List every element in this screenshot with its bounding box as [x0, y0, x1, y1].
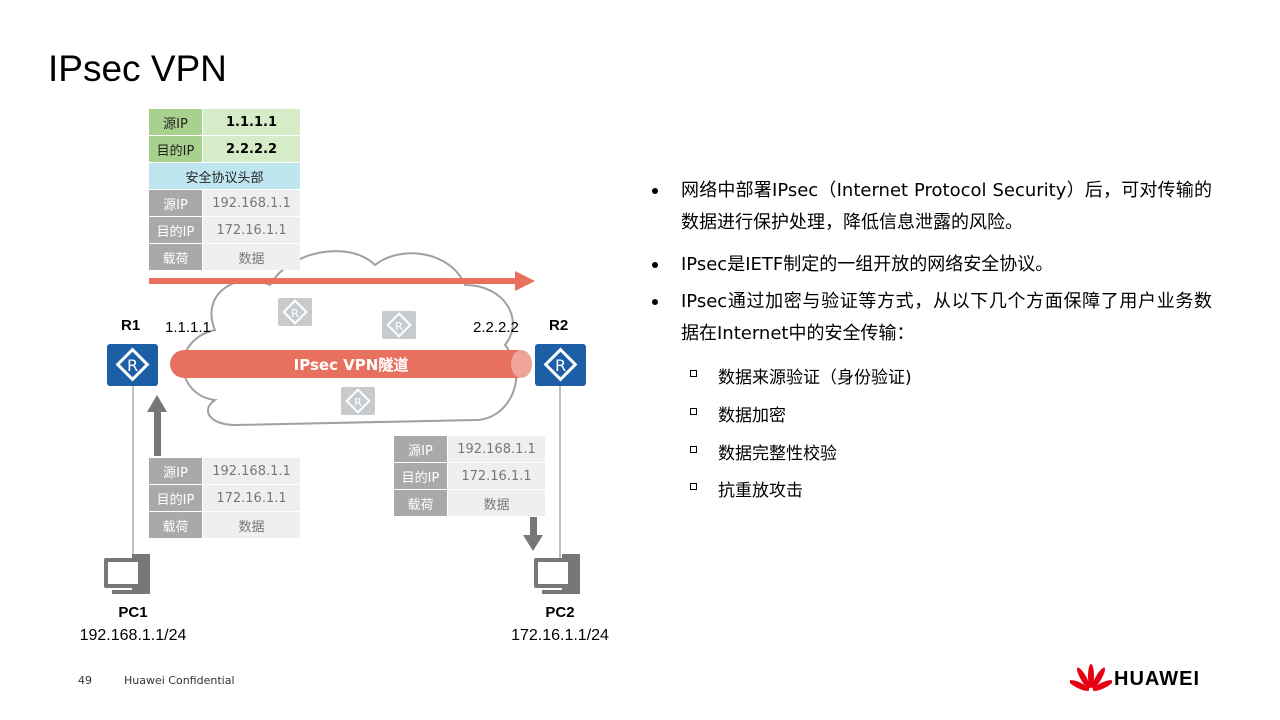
r2-label: R2: [549, 317, 569, 334]
r2-router-icon: R: [535, 344, 586, 386]
bullet-icon: [652, 299, 658, 305]
huawei-logo-icon: [1070, 664, 1112, 691]
pc1-label: PC1: [118, 604, 148, 621]
svg-text:R: R: [127, 356, 138, 375]
r1-label: R1: [121, 317, 141, 334]
sub-bullet-item: 数据加密: [690, 401, 786, 426]
cloud-router-icon: R: [278, 298, 312, 326]
pc1-icon: [104, 554, 150, 594]
up-arrow: [147, 395, 167, 456]
svg-text:R: R: [555, 356, 566, 375]
cloud-router-icon: R: [341, 387, 375, 415]
bullet-item: IPsec通过加密与验证等方式，从以下几个方面保障了用户业务数据在Interne…: [652, 286, 1212, 350]
pc2-icon: [534, 554, 580, 594]
cloud-router-icon: R: [382, 311, 416, 339]
ipsec-tunnel: IPsec VPN隧道: [170, 350, 532, 378]
pc2-label: PC2: [545, 604, 575, 621]
pc1-ip: 192.168.1.1/24: [79, 627, 187, 644]
sub-bullet-item: 抗重放攻击: [690, 476, 803, 501]
r2-ip: 2.2.2.2: [473, 319, 519, 336]
r1-ip: 1.1.1.1: [165, 319, 211, 336]
svg-text:R: R: [395, 320, 403, 333]
internet-cloud: [182, 250, 518, 427]
square-bullet-icon: [690, 408, 697, 415]
page-number: 49: [78, 674, 92, 687]
packet-row: 载荷数据: [149, 244, 300, 270]
sub-bullet-item: 数据来源验证（身份验证): [690, 363, 912, 388]
bullet-icon: [652, 262, 658, 268]
packet-row: 载荷数据: [149, 512, 300, 538]
square-bullet-icon: [690, 483, 697, 490]
down-arrow: [523, 517, 543, 551]
sub-bullet-item: 数据完整性校验: [690, 439, 837, 464]
svg-text:R: R: [354, 396, 362, 409]
square-bullet-icon: [690, 446, 697, 453]
huawei-brand: HUAWEI: [1114, 668, 1200, 690]
pc2-ip: 172.16.1.1/24: [511, 627, 609, 644]
network-diagram-lines: [132, 250, 561, 560]
square-bullet-icon: [690, 370, 697, 377]
bullet-icon: [652, 188, 658, 194]
red-arrow: [149, 271, 535, 291]
tunnel-end: [511, 350, 532, 378]
bullet-item: IPsec是IETF制定的一组开放的网络安全协议。: [652, 249, 1212, 281]
svg-text:R: R: [291, 307, 299, 320]
slide-title: IPsec VPN: [48, 48, 227, 89]
confidential-label: Huawei Confidential: [124, 674, 235, 687]
bullet-item: 网络中部署IPsec（Internet Protocol Security）后，…: [652, 175, 1212, 239]
r1-router-icon: R: [107, 344, 158, 386]
security-header: 安全协议头部: [149, 163, 300, 189]
packet-row: 载荷数据: [394, 490, 545, 516]
